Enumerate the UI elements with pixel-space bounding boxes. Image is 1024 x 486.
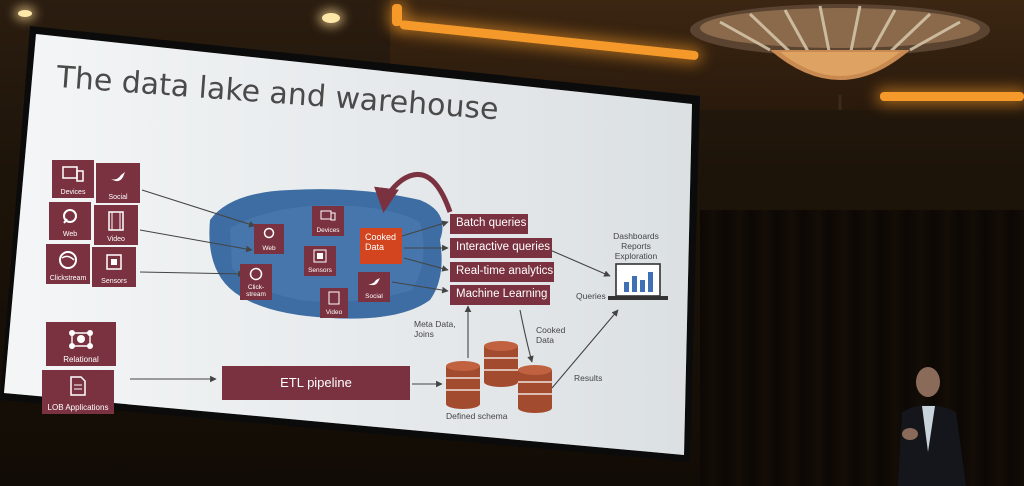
globe-icon xyxy=(59,251,77,269)
source-label: Sensors xyxy=(101,278,127,285)
lob-applications-tile: LOB Applications xyxy=(42,370,114,414)
relational-label: Relational xyxy=(63,355,99,364)
globe-icon xyxy=(249,267,263,281)
lake-label: Devices xyxy=(316,227,340,234)
lake-label: Click-stream xyxy=(246,284,266,298)
sensor-icon xyxy=(313,249,327,263)
source-tile-web: Web xyxy=(49,202,91,240)
bird-icon xyxy=(368,278,380,286)
devices-icon xyxy=(62,166,84,182)
lake-label: Web xyxy=(262,245,276,252)
lake-tile-social: Social xyxy=(358,272,390,302)
cooked-data-loop-arrow xyxy=(374,172,453,213)
relational-tile: Relational xyxy=(46,322,116,366)
film-icon xyxy=(108,211,124,231)
lob-label: LOB Applications xyxy=(47,403,109,412)
lake-tile-video: Video xyxy=(320,288,348,318)
lake-label: Sensors xyxy=(308,267,332,274)
stage-curtain xyxy=(700,210,1024,486)
cooked-data-box: Cooked Data xyxy=(360,228,402,264)
magnifier-icon xyxy=(63,209,77,224)
source-tile-clickstream: Clickstream xyxy=(46,244,90,284)
lake-tile-devices: Devices xyxy=(312,206,344,236)
source-tile-social: Social xyxy=(96,163,140,203)
lake-tile-sensors: Sensors xyxy=(304,246,336,276)
ceiling-light-strip xyxy=(880,92,1024,101)
chandelier xyxy=(690,4,990,110)
queries-label: Queries xyxy=(576,291,606,301)
source-tile-sensors: Sensors xyxy=(92,247,136,287)
magnifier-icon xyxy=(263,227,275,239)
source-label: Web xyxy=(62,231,78,238)
source-label: Devices xyxy=(60,189,86,196)
source-label: Clickstream xyxy=(49,275,87,282)
defined-schema-label: Defined schema xyxy=(446,411,508,421)
real-time-analytics-box: Real-time analytics xyxy=(450,262,554,282)
bird-icon xyxy=(111,172,125,182)
etl-pipeline-box: ETL pipeline xyxy=(222,366,410,400)
lake-label: Social xyxy=(365,293,383,300)
source-label: Social xyxy=(108,194,128,201)
laptop-dashboard-icon xyxy=(608,263,668,300)
devices-icon xyxy=(320,210,336,221)
document-icon xyxy=(70,376,86,396)
source-tile-devices: Devices xyxy=(52,160,94,198)
film-icon xyxy=(328,291,340,305)
lake-tile-clickstream: Click-stream xyxy=(240,264,272,300)
results-label: Results xyxy=(574,373,603,383)
source-tile-video: Video xyxy=(94,205,138,245)
ceiling-light-strip xyxy=(392,4,402,26)
database-cylinders xyxy=(446,341,552,413)
meta-data-label: Meta Data, Joins xyxy=(414,319,456,339)
cooked-data-note: Cooked Data xyxy=(536,325,566,345)
network-icon xyxy=(69,330,93,349)
machine-learning-box: Machine Learning xyxy=(450,285,550,305)
consumers-label: Dashboards Reports Exploration xyxy=(613,231,659,261)
batch-queries-box: Batch queries xyxy=(450,214,528,234)
ceiling-spotlight xyxy=(322,13,340,23)
source-label: Video xyxy=(107,236,125,243)
lake-label: Video xyxy=(325,309,343,316)
interactive-queries-box: Interactive queries xyxy=(450,238,552,258)
sensor-icon xyxy=(106,254,122,270)
ceiling-spotlight xyxy=(18,10,32,17)
lake-tile-web: Web xyxy=(254,224,284,254)
presenter xyxy=(898,367,966,486)
